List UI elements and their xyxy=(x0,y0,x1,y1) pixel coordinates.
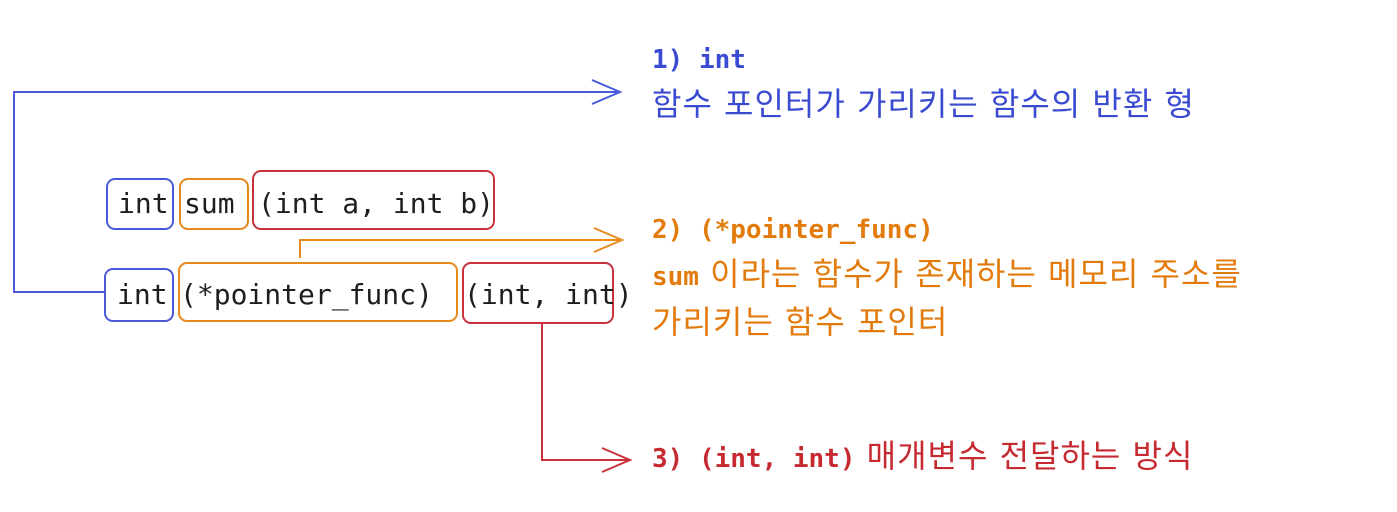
red-arrowhead xyxy=(601,447,633,473)
note-1-heading: 1) int xyxy=(652,45,746,75)
decl-params-box xyxy=(252,170,495,230)
note-2-heading: 2) (*pointer_func) xyxy=(652,215,934,245)
blue-arrowhead xyxy=(591,79,623,105)
orange-arrowhead xyxy=(593,227,625,253)
ptr-return-type-box xyxy=(104,268,174,322)
ptr-name: (*pointer_func) xyxy=(180,278,433,311)
red-connector-line xyxy=(541,324,628,461)
ptr-params-box xyxy=(462,262,614,324)
note-2-body-line1: sum 이라는 함수가 존재하는 메모리 주소를 xyxy=(652,256,1242,293)
note-2-func-name: sum xyxy=(652,262,699,292)
note-2-body-line1-text: 이라는 함수가 존재하는 메모리 주소를 xyxy=(698,255,1242,293)
note-3: 3) (int, int) 매개변수 전달하는 방식 xyxy=(652,438,1193,475)
orange-connector-line xyxy=(299,239,620,258)
ptr-params: (int, int) xyxy=(464,278,633,311)
ptr-name-box xyxy=(178,262,458,322)
ptr-return-type: int xyxy=(117,278,168,311)
note-1-body: 함수 포인터가 가리키는 함수의 반환 형 xyxy=(652,85,1195,123)
decl-return-type-box xyxy=(106,178,174,230)
note-2-body-line2: 가리키는 함수 포인터 xyxy=(652,303,949,341)
decl-name: sum xyxy=(184,187,235,220)
note-3-heading: 3) (int, int) xyxy=(652,444,856,474)
blue-connector-line xyxy=(13,91,618,293)
decl-return-type: int xyxy=(118,187,169,220)
decl-params: (int a, int b) xyxy=(258,187,495,220)
note-3-body: 매개변수 전달하는 방식 xyxy=(855,437,1194,475)
decl-name-box xyxy=(179,178,249,230)
